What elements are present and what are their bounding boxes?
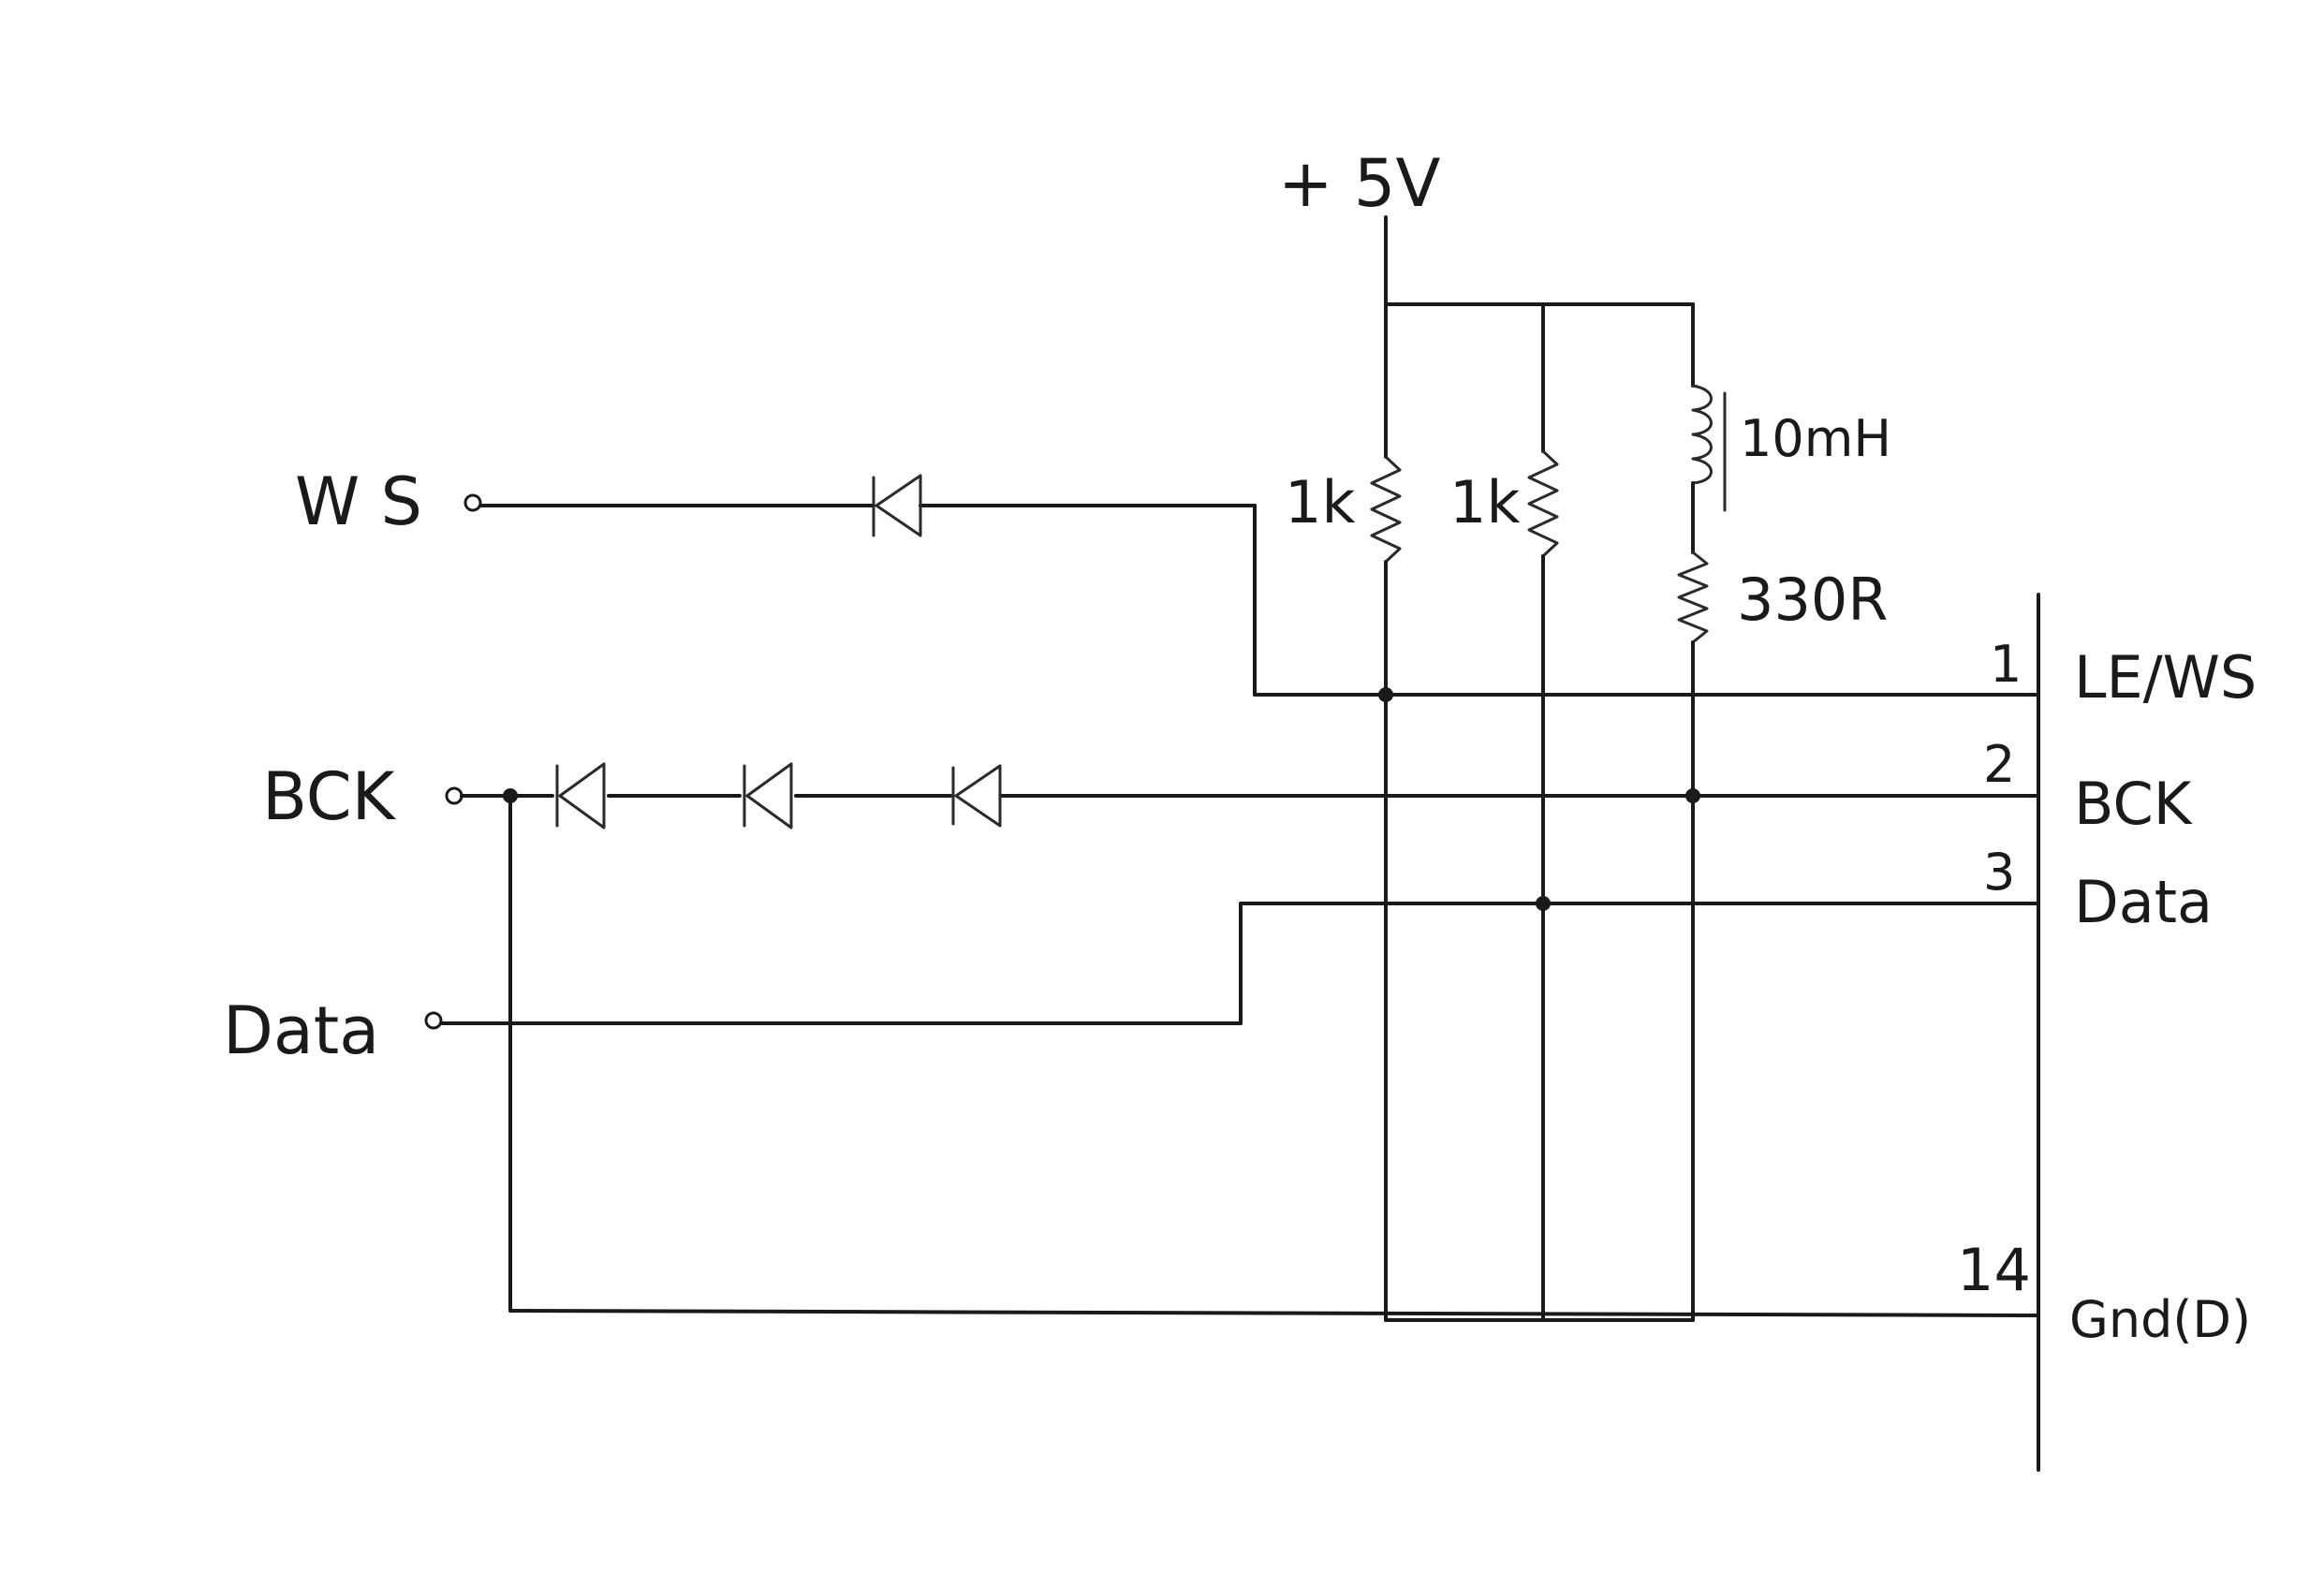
bck-diode-1 (555, 762, 606, 830)
resistor-r1-wire (1370, 302, 1402, 1322)
input-data-label: Data (223, 992, 379, 1069)
junction-data-r2 (1536, 896, 1551, 911)
resistor-r2-wire (1527, 302, 1559, 1322)
pin-2-name: BCK (2074, 770, 2193, 838)
supply-rail (1384, 215, 1695, 306)
inductor-symbol (1691, 384, 1713, 485)
ws-diode (872, 474, 922, 537)
data-wire (439, 902, 2040, 1025)
input-data-terminal[interactable] (424, 1011, 443, 1030)
junction-ws-r1 (1378, 687, 1393, 702)
resistor-r3-symbol (1677, 551, 1709, 644)
bck-diode-2 (743, 762, 793, 830)
pin-3-name: Data (2074, 868, 2213, 936)
inductor-branch (1677, 302, 1727, 1322)
input-bck-terminal[interactable] (445, 786, 463, 805)
pin-1-name: LE/WS (2074, 643, 2257, 712)
pin-2-number: 2 (1983, 735, 2015, 794)
resistor-r2-label: 1k (1449, 468, 1520, 536)
junction-bck-r3 (1685, 788, 1700, 803)
inductor-label: 10mH (1740, 409, 1891, 468)
resistor-r3-label: 330R (1737, 565, 1888, 634)
ws-wire (478, 504, 2040, 697)
pin-3-number: 3 (1983, 843, 2015, 902)
supply-label: + 5V (1278, 145, 1440, 222)
input-ws-terminal[interactable] (463, 493, 482, 512)
bck-diode-3 (951, 764, 1002, 828)
gnd-wire (508, 794, 2040, 1322)
resistor-r1-label: 1k (1285, 468, 1355, 536)
resistor-r1-symbol (1370, 455, 1402, 564)
pin-1-number: 1 (1990, 635, 2022, 694)
input-bck-label: BCK (262, 758, 397, 835)
pin-14-name: Gnd(D) (2069, 1290, 2251, 1349)
input-ws-label: W S (295, 463, 422, 540)
resistor-r2-symbol (1527, 449, 1559, 558)
pin-14-number: 14 (1957, 1236, 2031, 1304)
